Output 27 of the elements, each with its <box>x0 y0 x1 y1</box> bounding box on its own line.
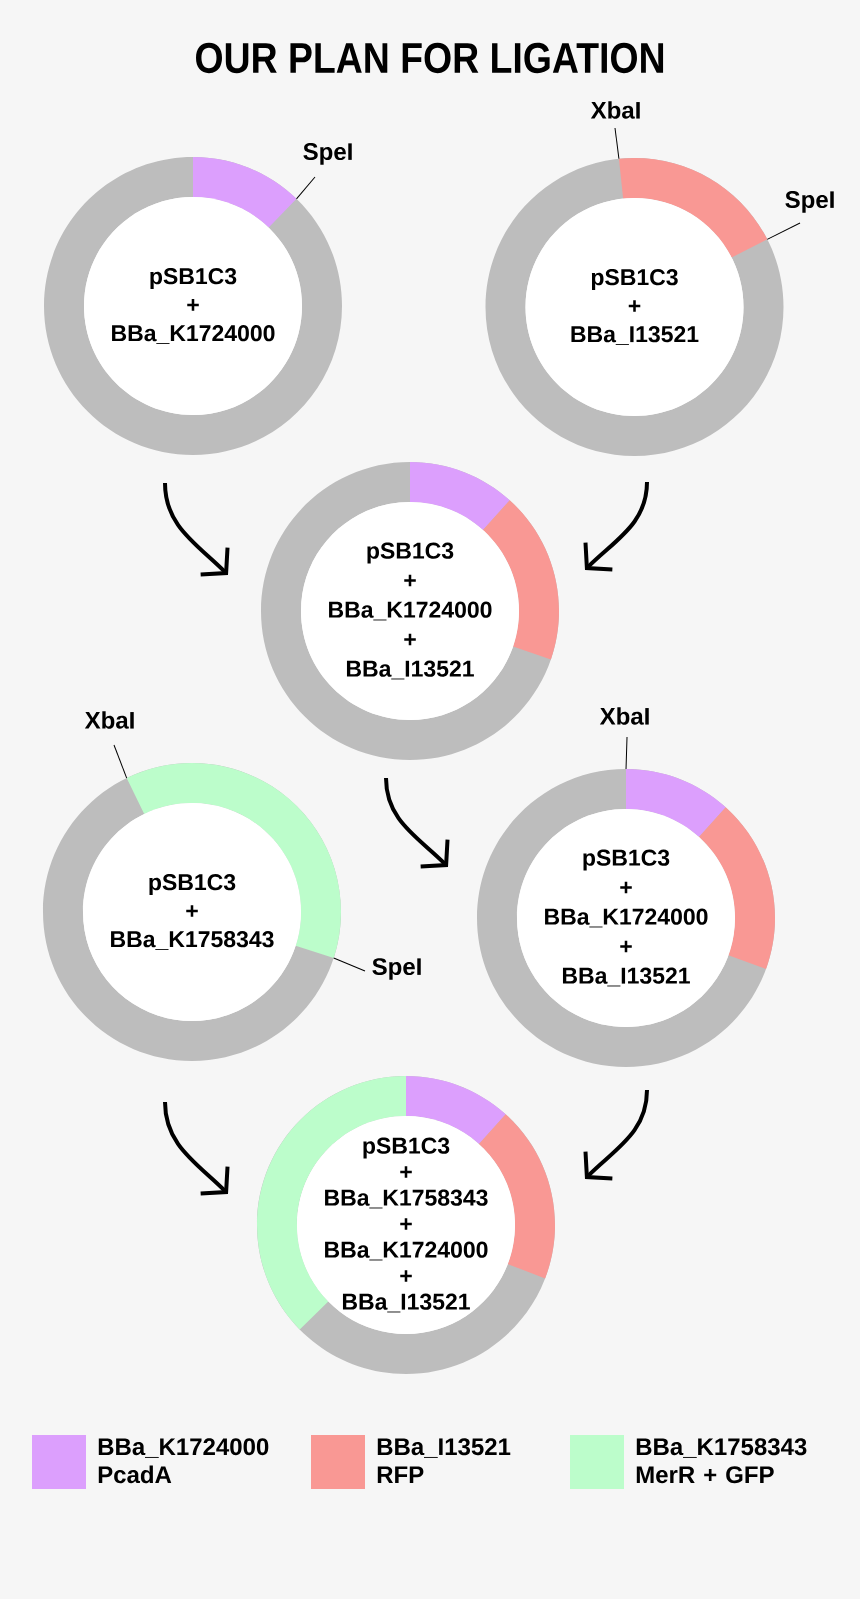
plasmid-label: pSB1C3 + BBa_K1724000 + BBa_I13521 <box>329 542 492 680</box>
legend-label: BBa_K1758343 MerR + GFP <box>636 1438 807 1484</box>
plasmid-label: pSB1C3 + BBa_K1758343 + BBa_K1724000 + BBa_I13521 <box>325 1137 488 1313</box>
plasmid-label: pSB1C3 + BBa_K1724000 + BBa_I13521 <box>545 849 708 987</box>
leader-line <box>296 176 316 200</box>
arrow <box>163 1101 230 1196</box>
arrow <box>384 777 450 869</box>
leader-line <box>113 744 128 779</box>
leader-line <box>625 736 628 770</box>
legend-label: BBa_I13521 RFP <box>377 1438 511 1483</box>
site-label: XbaI <box>84 711 134 729</box>
plasmid-label: pSB1C3 + BBa_I13521 <box>571 269 699 345</box>
leader-line <box>333 957 366 972</box>
site-label: SpeI <box>372 958 421 980</box>
arrow <box>583 1089 649 1181</box>
plasmid-label: pSB1C3 + BBa_K1758343 <box>111 874 274 950</box>
site-label: XbaI <box>590 101 640 119</box>
leader-line <box>614 127 620 160</box>
title: OUR PLAN FOR LIGATION <box>196 42 664 74</box>
plasmid-label: pSB1C3 + BBa_K1724000 <box>112 268 275 344</box>
legend-label: BBa_K1724000 PcadA <box>98 1438 269 1484</box>
site-label: SpeI <box>785 191 834 213</box>
site-label: XbaI <box>599 707 649 725</box>
site-label: SpeI <box>303 143 352 165</box>
arrow <box>583 481 649 572</box>
arrow <box>163 482 230 577</box>
leader-line <box>766 222 801 240</box>
